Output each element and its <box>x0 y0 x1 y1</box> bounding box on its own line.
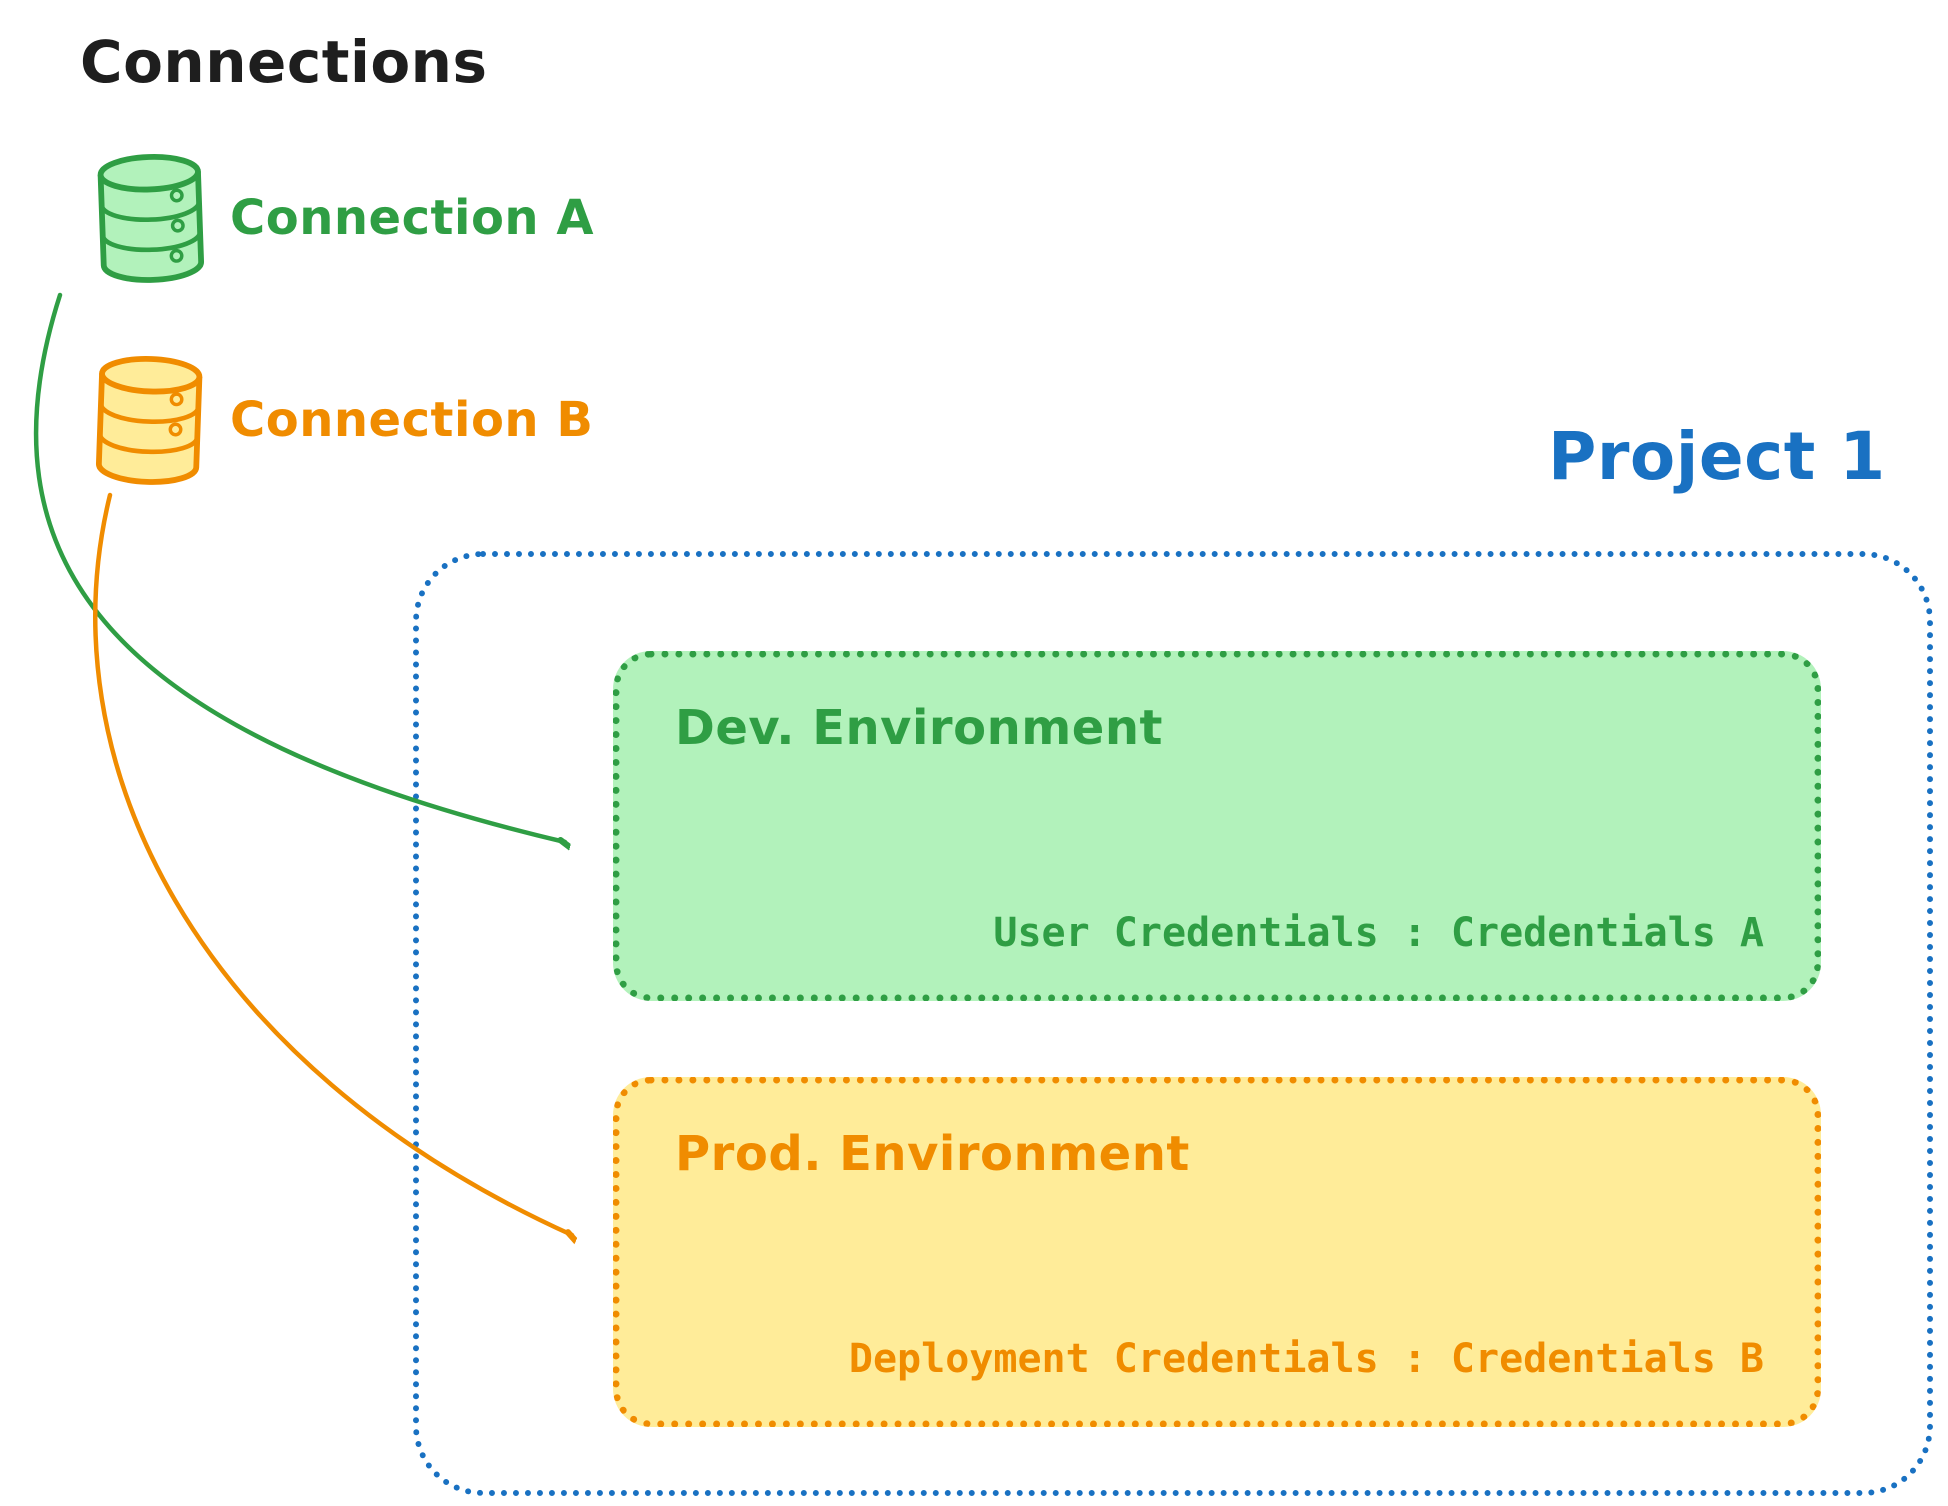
prod-environment-credentials: Deployment Credentials : Credentials B <box>848 1336 1764 1382</box>
database-icon-connection-a <box>97 154 205 283</box>
diagram-title: Connections <box>80 28 488 96</box>
connection-b-label: Connection B <box>230 392 594 448</box>
dev-environment-box: Dev. Environment User Credentials : Cred… <box>613 651 1821 1001</box>
prod-environment-title: Prod. Environment <box>675 1126 1190 1182</box>
database-icon-connection-b <box>95 356 203 485</box>
dev-environment-title: Dev. Environment <box>675 700 1163 756</box>
prod-environment-box: Prod. Environment Deployment Credentials… <box>613 1077 1821 1427</box>
dev-environment-credentials: User Credentials : Credentials A <box>993 910 1764 956</box>
project-title: Project 1 <box>1548 418 1886 495</box>
connection-a-label: Connection A <box>230 190 594 246</box>
